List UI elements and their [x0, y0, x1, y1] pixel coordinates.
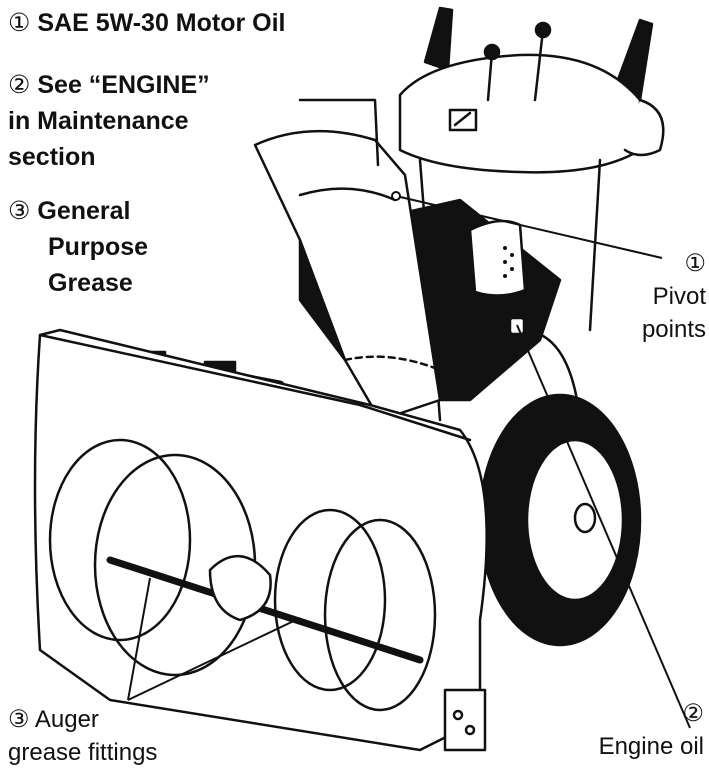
callout-number: ② — [8, 71, 31, 99]
legend-text: Grease — [48, 269, 133, 297]
leader-line-auger — [127, 617, 301, 701]
callout-number: ③ — [8, 706, 30, 733]
auger-blade — [323, 518, 437, 712]
auger-shaft — [106, 556, 424, 664]
leader-line-pivot — [395, 195, 663, 259]
legend-text: General — [37, 197, 131, 225]
callout-text: Pivot — [652, 282, 706, 310]
callout-text: Engine oil — [598, 732, 704, 760]
legend-text: in Maintenance — [8, 107, 189, 135]
left-handle-grip — [423, 6, 454, 72]
callout-engine-oil: ② Engine oil — [560, 700, 704, 762]
leader-line-auger — [127, 577, 151, 701]
callout-pivot-points: ① Pivot points — [622, 250, 706, 344]
legend-text: SAE 5W-30 Motor Oil — [37, 9, 286, 37]
leader-line-engine-oil — [516, 324, 691, 729]
legend-text: section — [8, 143, 96, 171]
callout-text: grease fittings — [8, 738, 158, 766]
callout-number: ① — [8, 9, 31, 37]
legend-item-2: ② See “ENGINE” in Maintenance section — [8, 70, 210, 172]
engine-shroud — [468, 219, 527, 297]
auger-blade — [48, 438, 192, 642]
control-panel — [398, 53, 642, 174]
callout-text: Auger — [34, 706, 99, 733]
legend-text: Purpose — [48, 233, 149, 261]
callout-number: ③ — [8, 197, 31, 225]
legend-item-3: ③ General Purpose Grease — [8, 196, 148, 298]
gearbox — [208, 554, 272, 622]
callout-text: points — [641, 315, 706, 343]
callout-number: ② — [682, 700, 704, 727]
callout-number: ① — [684, 250, 706, 277]
auger-blade — [273, 508, 387, 692]
discharge-chute — [253, 129, 442, 422]
legend-text: See “ENGINE” — [37, 71, 210, 99]
skid-shoe — [443, 688, 487, 752]
legend-item-1: ① SAE 5W-30 Motor Oil — [8, 8, 286, 38]
frame-tube — [588, 158, 602, 332]
callout-auger-grease-fittings: ③ Auger grease fittings — [8, 706, 157, 768]
